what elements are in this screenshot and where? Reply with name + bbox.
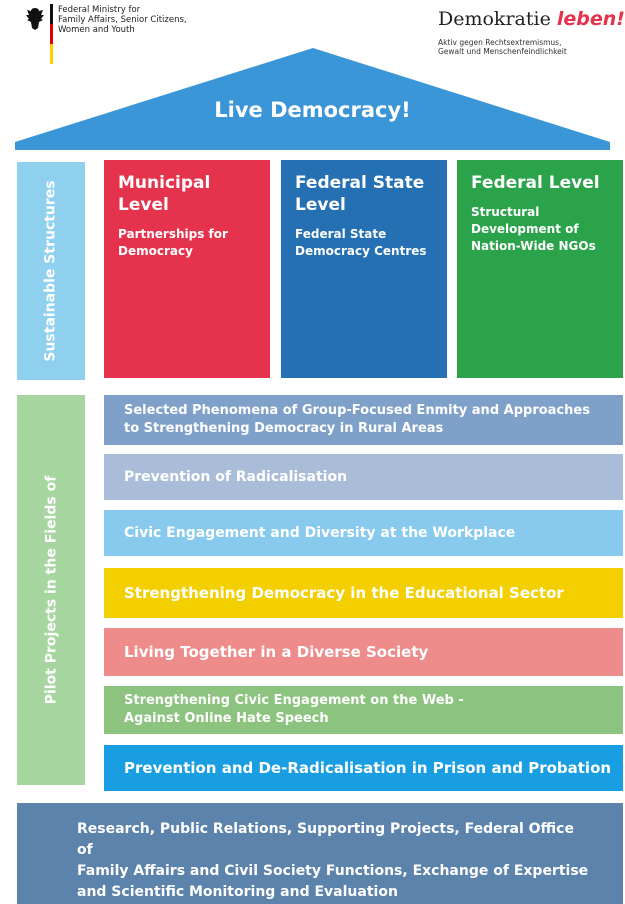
column-title: Federal State Level	[295, 173, 425, 215]
pilot-bar-civic-engagement-workplace: Civic Engagement and Diversity at the Wo…	[104, 510, 623, 556]
logo-leben-word: leben!	[556, 8, 625, 30]
demokratie-leben-logo: Demokratie leben!	[438, 8, 625, 30]
pilot-bar-prevention-radicalisation: Prevention of Radicalisation	[104, 454, 623, 500]
logo-subtitle: Aktiv gegen Rechtsextremismus, Gewalt un…	[438, 38, 567, 56]
roof-title: Live Democracy!	[214, 98, 411, 122]
column-federal-level: Federal Level Structural Development of …	[457, 160, 623, 378]
pilot-bar-diverse-society: Living Together in a Diverse Society	[104, 628, 623, 676]
column-subtitle: Partnerships for Democracy	[118, 227, 228, 258]
pilot-bar-group-focused-enmity: Selected Phenomena of Group-Focused Enmi…	[104, 395, 623, 445]
pilot-bar-educational-sector: Strengthening Democracy in the Education…	[104, 568, 623, 618]
column-subtitle: Federal State Democracy Centres	[295, 227, 427, 258]
pilot-projects-label: Pilot Projects in the Fields of	[17, 395, 85, 785]
column-title: Federal Level	[471, 173, 600, 193]
federal-eagle-icon	[26, 8, 44, 30]
column-subtitle: Structural Development of Nation-Wide NG…	[471, 205, 596, 253]
column-federal-state-level: Federal State Level Federal State Democr…	[281, 160, 447, 378]
foundation-bar: Research, Public Relations, Supporting P…	[17, 803, 623, 904]
column-municipal-level: Municipal Level Partnerships for Democra…	[104, 160, 270, 378]
column-title: Municipal Level	[118, 173, 211, 215]
pilot-bar-online-hate-speech: Strengthening Civic Engagement on the We…	[104, 686, 623, 734]
roof-shape	[15, 48, 610, 150]
pilot-bar-prison-probation: Prevention and De-Radicalisation in Pris…	[104, 745, 623, 791]
ministry-name: Federal Ministry for Family Affairs, Sen…	[58, 5, 187, 35]
german-flag-stripe	[50, 4, 53, 64]
sustainable-structures-label: Sustainable Structures	[17, 162, 85, 380]
